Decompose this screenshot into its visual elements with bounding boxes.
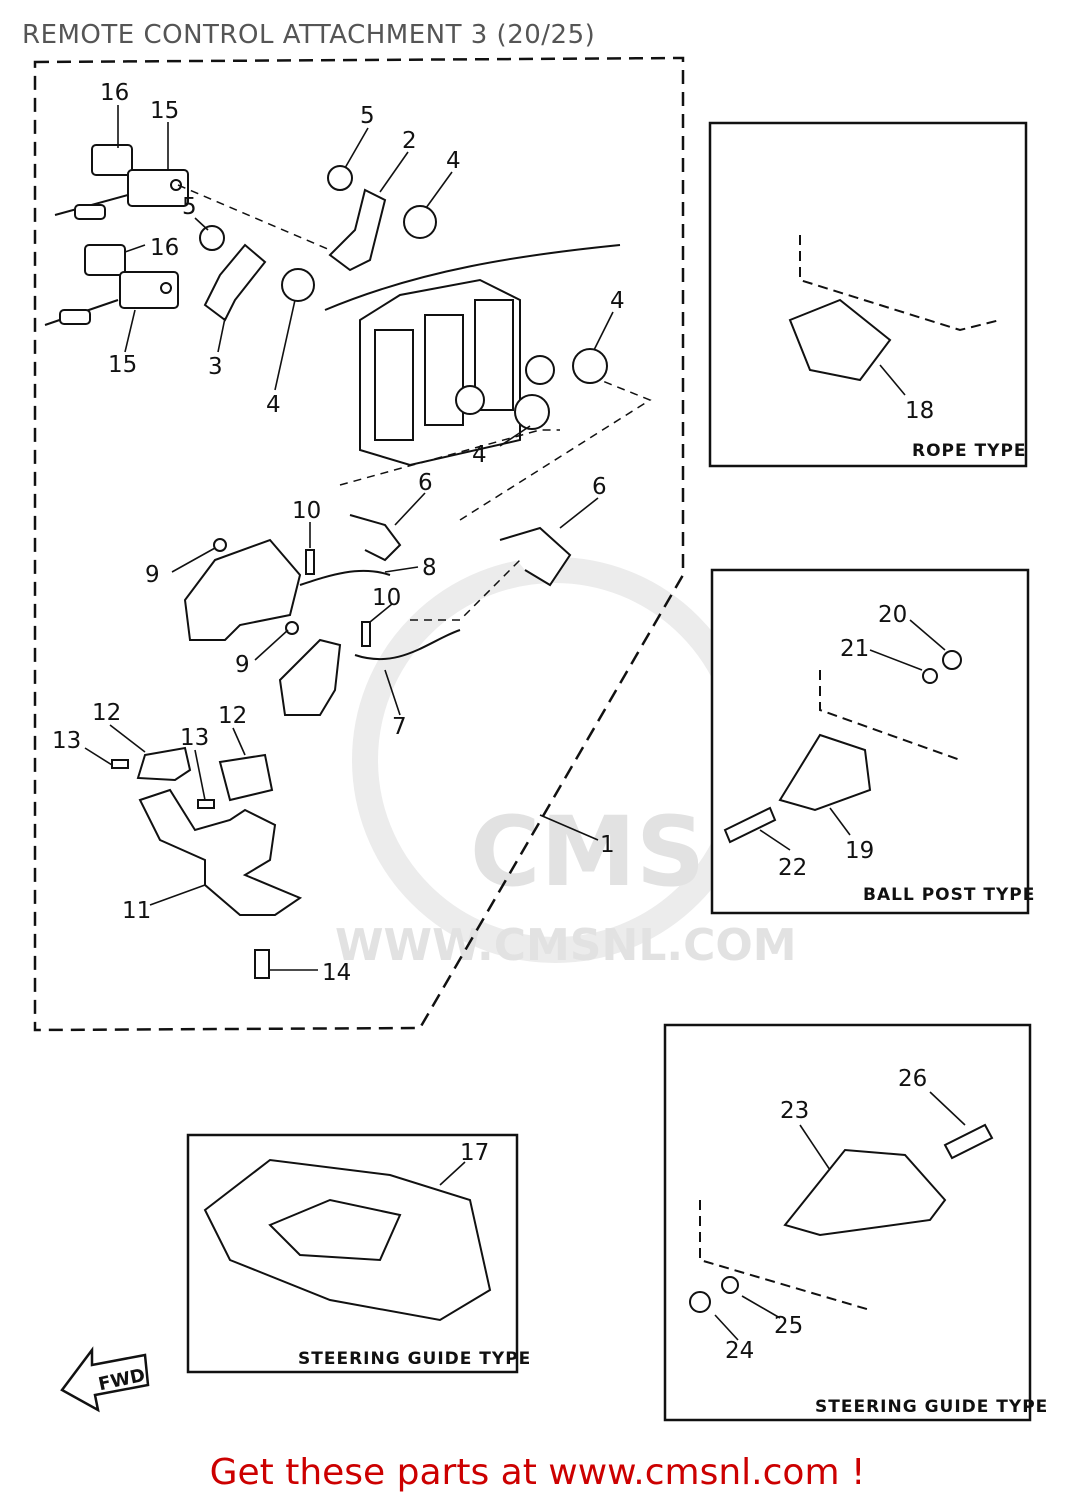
- cable-joint-parts: [44, 144, 189, 326]
- callout-11: 11: [122, 898, 151, 924]
- callout-6: 6: [418, 470, 433, 496]
- engine-bracket-illustration: [324, 244, 621, 467]
- callout-5: 5: [182, 194, 197, 220]
- inset-caption-ball-post: BALL POST TYPE: [863, 885, 1035, 905]
- callout-12: 12: [218, 703, 247, 729]
- shift-lever-parts: [183, 514, 572, 716]
- callout-14: 14: [322, 960, 351, 986]
- inset-caption-steering-guide-right: STEERING GUIDE TYPE: [815, 1397, 1048, 1417]
- callout-5: 5: [360, 103, 375, 129]
- inset-steering-guide-left: 17 STEERING GUIDE TYPE: [186, 1133, 531, 1374]
- callout-21: 21: [840, 636, 869, 662]
- callout-24: 24: [725, 1338, 754, 1364]
- callout-4: 4: [472, 442, 487, 468]
- fwd-arrow-icon: FWD: [60, 1346, 150, 1413]
- assembly-leaders: [177, 184, 652, 621]
- callout-13: 13: [180, 725, 209, 751]
- callout-25: 25: [774, 1313, 803, 1339]
- callout-leaders: [84, 105, 614, 971]
- callout-6: 6: [592, 474, 607, 500]
- callout-23: 23: [780, 1098, 809, 1124]
- footer-call-to-action[interactable]: Get these parts at www.cmsnl.com !: [209, 1452, 866, 1493]
- page-title: REMOTE CONTROL ATTACHMENT 3 (20/25): [22, 20, 596, 50]
- callout-2: 2: [402, 128, 417, 154]
- watermark: CMS WWW.CMSNL.COM: [335, 557, 797, 971]
- callout-20: 20: [878, 602, 907, 628]
- callout-16: 16: [100, 80, 129, 106]
- watermark-url: WWW.CMSNL.COM: [335, 920, 797, 971]
- bracket-parts: [111, 746, 303, 979]
- inset-rope-type: 18 ROPE TYPE: [708, 121, 1028, 468]
- callout-4: 4: [610, 288, 625, 314]
- callout-4: 4: [266, 392, 281, 418]
- main-assembly-boundary: [33, 56, 685, 1032]
- exploded-parts-diagram: CMS WWW.CMSNL.COM: [33, 56, 1048, 1422]
- callout-9: 9: [235, 652, 250, 678]
- inset-caption-steering-guide-left: STEERING GUIDE TYPE: [298, 1349, 531, 1369]
- callout-15: 15: [150, 98, 179, 124]
- inset-ball-post-type: 20 21 22 19 BALL POST TYPE: [710, 568, 1035, 915]
- callout-17: 17: [460, 1140, 489, 1166]
- callout-16: 16: [150, 235, 179, 261]
- callout-3: 3: [208, 354, 223, 380]
- callout-10: 10: [292, 498, 321, 524]
- callout-9: 9: [145, 562, 160, 588]
- callout-18: 18: [905, 398, 934, 424]
- callout-19: 19: [845, 838, 874, 864]
- inset-caption-rope: ROPE TYPE: [912, 441, 1027, 461]
- callout-26: 26: [898, 1066, 927, 1092]
- callout-15: 15: [108, 352, 137, 378]
- callout-13: 13: [52, 728, 81, 754]
- inset-steering-guide-right: 23 26 24 25 STEERING GUIDE TYPE: [663, 1023, 1048, 1422]
- watermark-logo: CMS: [470, 796, 705, 908]
- callout-4: 4: [446, 148, 461, 174]
- lever-and-bushing-parts: [199, 165, 608, 430]
- callout-7: 7: [392, 714, 407, 740]
- callout-22: 22: [778, 855, 807, 881]
- callout-10: 10: [372, 585, 401, 611]
- callout-8: 8: [422, 555, 437, 581]
- callout-1: 1: [600, 832, 615, 858]
- callout-12: 12: [92, 700, 121, 726]
- callout-numbers: 16 15 5 16 15 5 2 4 3 4 4 4 6 6 9 10 8 9…: [52, 80, 625, 986]
